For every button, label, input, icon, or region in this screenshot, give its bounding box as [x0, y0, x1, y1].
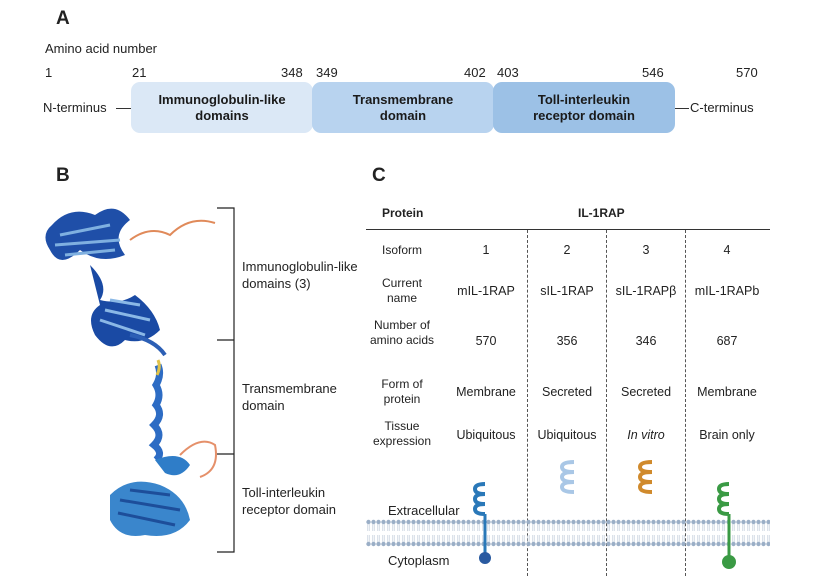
- isoform-4-amino-acids: 687: [716, 334, 738, 348]
- cytoplasm-label: Cytoplasm: [388, 553, 450, 568]
- c-terminus-line: [675, 108, 689, 109]
- isoform-1-tissue: Ubiquitous: [456, 428, 516, 442]
- isoform-3-form: Secreted: [620, 385, 672, 399]
- isoform-1-form: Membrane: [456, 385, 516, 399]
- aa-number-402: 402: [464, 65, 486, 80]
- transmembrane-helix: [148, 363, 164, 463]
- protein-structure-image: [45, 208, 217, 536]
- aa-number-570: 570: [736, 65, 758, 80]
- extracellular-label: Extracellular: [388, 503, 460, 518]
- isoform-3-number: 3: [642, 243, 650, 257]
- isoform-3-amino-acids: 346: [635, 334, 657, 348]
- isoform-2-number: 2: [563, 243, 571, 257]
- isoform-3-tissue: In vitro: [627, 428, 665, 442]
- aa-number-1: 1: [45, 65, 53, 80]
- column-separator-2: [606, 230, 607, 576]
- bracket-label-tir: Toll-interleukin receptor domain: [242, 485, 336, 517]
- panel-a-letter: A: [56, 8, 70, 29]
- isoform-4-number: 4: [723, 243, 731, 257]
- domain-bracket: [217, 207, 235, 553]
- tir-domain-label: Toll-interleukin receptor domain: [533, 91, 635, 123]
- isoform-1-number: 1: [482, 243, 490, 257]
- isoform-2-cartoon: [559, 460, 575, 494]
- n-terminus-line: [116, 108, 131, 109]
- isoform-2-amino-acids: 356: [556, 334, 578, 348]
- tm-helix-yellow: [155, 359, 161, 376]
- isoform-2-tissue: Ubiquitous: [537, 428, 597, 442]
- column-separator-3: [685, 230, 686, 576]
- panel-c-letter: C: [372, 165, 386, 186]
- isoform-4-name: mIL-1RAPb: [694, 284, 760, 298]
- row-label-current-name: Current name: [381, 276, 422, 305]
- isoform-4-cartoon: [716, 482, 736, 569]
- disordered-loop: [129, 219, 216, 241]
- isoform-2-form: Secreted: [541, 385, 593, 399]
- isoform-4-form: Membrane: [697, 385, 757, 399]
- row-label-tissue: Tissue expression: [372, 419, 432, 448]
- panel-b-letter: B: [56, 165, 70, 186]
- linker-loop: [179, 440, 217, 478]
- aa-number-546: 546: [642, 65, 664, 80]
- isoform-4-tissue: Brain only: [699, 428, 755, 442]
- isoform-2-name: sIL-1RAP: [540, 284, 594, 298]
- n-terminus-label: N-terminus: [43, 100, 107, 115]
- isoform-3-cartoon: [637, 460, 653, 494]
- transmembrane-domain-label: Transmembrane domain: [352, 91, 454, 123]
- ig-domain-ribbon: [45, 208, 167, 357]
- isoform-1-name: mIL-1RAP: [457, 284, 515, 298]
- aa-number-349: 349: [316, 65, 338, 80]
- aa-number-403: 403: [497, 65, 519, 80]
- c-terminus-label: C-terminus: [690, 100, 754, 115]
- tir-domain-box: Toll-interleukin receptor domain: [493, 82, 675, 133]
- column-separator-1: [527, 230, 528, 576]
- tir-domain-ribbon: [110, 456, 190, 536]
- header-protein: Protein: [382, 206, 424, 220]
- row-label-form: Form of protein: [381, 377, 423, 406]
- row-label-amino-acids: Number of amino acids: [369, 318, 435, 347]
- immunoglobulin-domain-label: Immunoglobulin-like domains: [158, 91, 286, 123]
- aa-number-21: 21: [132, 65, 147, 80]
- bracket-label-tm: Transmembrane domain: [242, 381, 337, 413]
- row-label-isoform: Isoform: [381, 243, 422, 257]
- transmembrane-domain-box: Transmembrane domain: [312, 82, 494, 133]
- isoform-3-name: sIL-1RAPβ: [615, 284, 677, 298]
- aa-number-348: 348: [281, 65, 303, 80]
- immunoglobulin-domain-box: Immunoglobulin-like domains: [131, 82, 313, 133]
- cell-membrane: [366, 518, 770, 548]
- isoform-1-cartoon: [472, 482, 491, 564]
- header-rule: [366, 229, 770, 230]
- bracket-label-ig: Immunoglobulin-like domains (3): [242, 259, 358, 291]
- isoform-1-amino-acids: 570: [475, 334, 497, 348]
- amino-acid-axis-label: Amino acid number: [45, 41, 157, 56]
- header-il1rap: IL-1RAP: [578, 206, 625, 220]
